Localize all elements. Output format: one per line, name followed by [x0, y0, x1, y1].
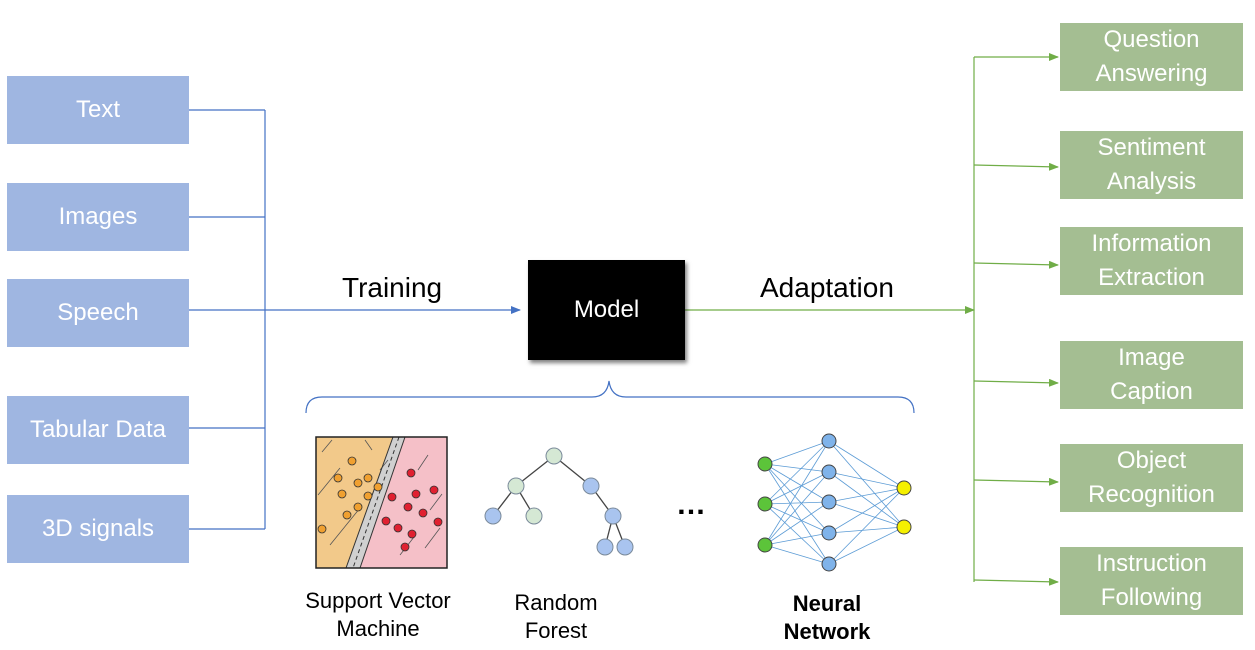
input-images: Images — [7, 183, 189, 251]
nn-hidden-node — [821, 494, 837, 510]
nn-edge — [764, 463, 830, 534]
nn-edge — [764, 501, 830, 505]
nn-hidden-node — [821, 525, 837, 541]
output-connectors — [685, 53, 1059, 586]
nn-edge — [764, 503, 830, 565]
nn-hidden-node — [821, 464, 837, 480]
nn-input-node — [757, 456, 773, 472]
input-3d-signals-label: 3D signals — [41, 515, 155, 543]
nn-edge — [764, 440, 830, 465]
nn-edge — [828, 487, 905, 565]
nn-output-node — [896, 480, 912, 496]
nn-edges — [764, 440, 905, 565]
nn-edge — [764, 440, 830, 505]
nn-edge — [764, 471, 830, 505]
output-line: Question — [1103, 26, 1200, 53]
nn-hidden-node — [821, 556, 837, 572]
output-line: Analysis — [1106, 168, 1197, 195]
input-speech: Speech — [7, 279, 189, 347]
nn-edge — [828, 526, 905, 565]
nn-edge — [828, 501, 905, 528]
model-brace — [305, 380, 915, 414]
input-speech-label: Speech — [57, 299, 139, 327]
nn-edge — [828, 487, 905, 534]
caption-neural-network: Neural Network — [727, 590, 927, 646]
training-label: Training — [342, 272, 443, 303]
output-line: Extraction — [1098, 264, 1205, 291]
nn-hidden-node — [821, 433, 837, 449]
caption-line: Machine — [336, 616, 420, 641]
nn-edge — [828, 471, 905, 489]
output-line: Sentiment — [1097, 134, 1206, 161]
output-line: Recognition — [1088, 481, 1215, 508]
output-line: Answering — [1095, 60, 1208, 87]
model-box: Model — [528, 260, 685, 360]
nn-edge — [828, 487, 905, 503]
nn-input-node — [757, 496, 773, 512]
nn-edge — [828, 526, 905, 534]
output-line: Caption — [1110, 378, 1193, 405]
caption-line: Network — [783, 619, 871, 644]
nn-edge — [764, 463, 830, 473]
output-line: Object — [1116, 447, 1187, 474]
nn-edge — [764, 544, 830, 565]
nn-input-node — [757, 537, 773, 553]
input-tabular-data: Tabular Data — [7, 396, 189, 464]
nn-edge — [764, 463, 830, 565]
nn-edge — [764, 463, 830, 503]
caption-svm: Support Vector Machine — [278, 587, 478, 643]
nn-edge — [828, 440, 905, 489]
nn-edge — [764, 532, 830, 546]
caption-line: Support Vector — [305, 588, 451, 613]
caption-line: Forest — [524, 618, 588, 643]
caption-random-forest: Random Forest — [456, 589, 656, 645]
output-line: Instruction — [1096, 550, 1207, 577]
input-connectors — [189, 109, 521, 530]
adaptation-label: Adaptation — [760, 272, 894, 303]
input-tabular-data-label: Tabular Data — [29, 416, 167, 444]
output-line: Information — [1091, 230, 1212, 257]
model-label: Model — [573, 296, 640, 324]
input-text-label: Text — [75, 96, 120, 124]
nn-edge — [764, 471, 830, 546]
input-text: Text — [7, 76, 189, 144]
output-line: Image — [1118, 344, 1185, 371]
nn-output-node — [896, 519, 912, 535]
nn-edge — [764, 503, 830, 534]
input-images-label: Images — [58, 203, 138, 231]
caption-line: Random — [514, 590, 598, 615]
ellipsis: … — [676, 488, 706, 521]
nn-nodes — [757, 433, 912, 572]
nn-edge — [828, 471, 905, 528]
input-3d-signals: 3D signals — [7, 495, 189, 563]
nn-edge — [764, 440, 830, 546]
caption-line: Neural — [792, 591, 862, 616]
output-line: Following — [1100, 584, 1203, 611]
nn-edge — [764, 501, 830, 546]
nn-edge — [828, 440, 905, 528]
